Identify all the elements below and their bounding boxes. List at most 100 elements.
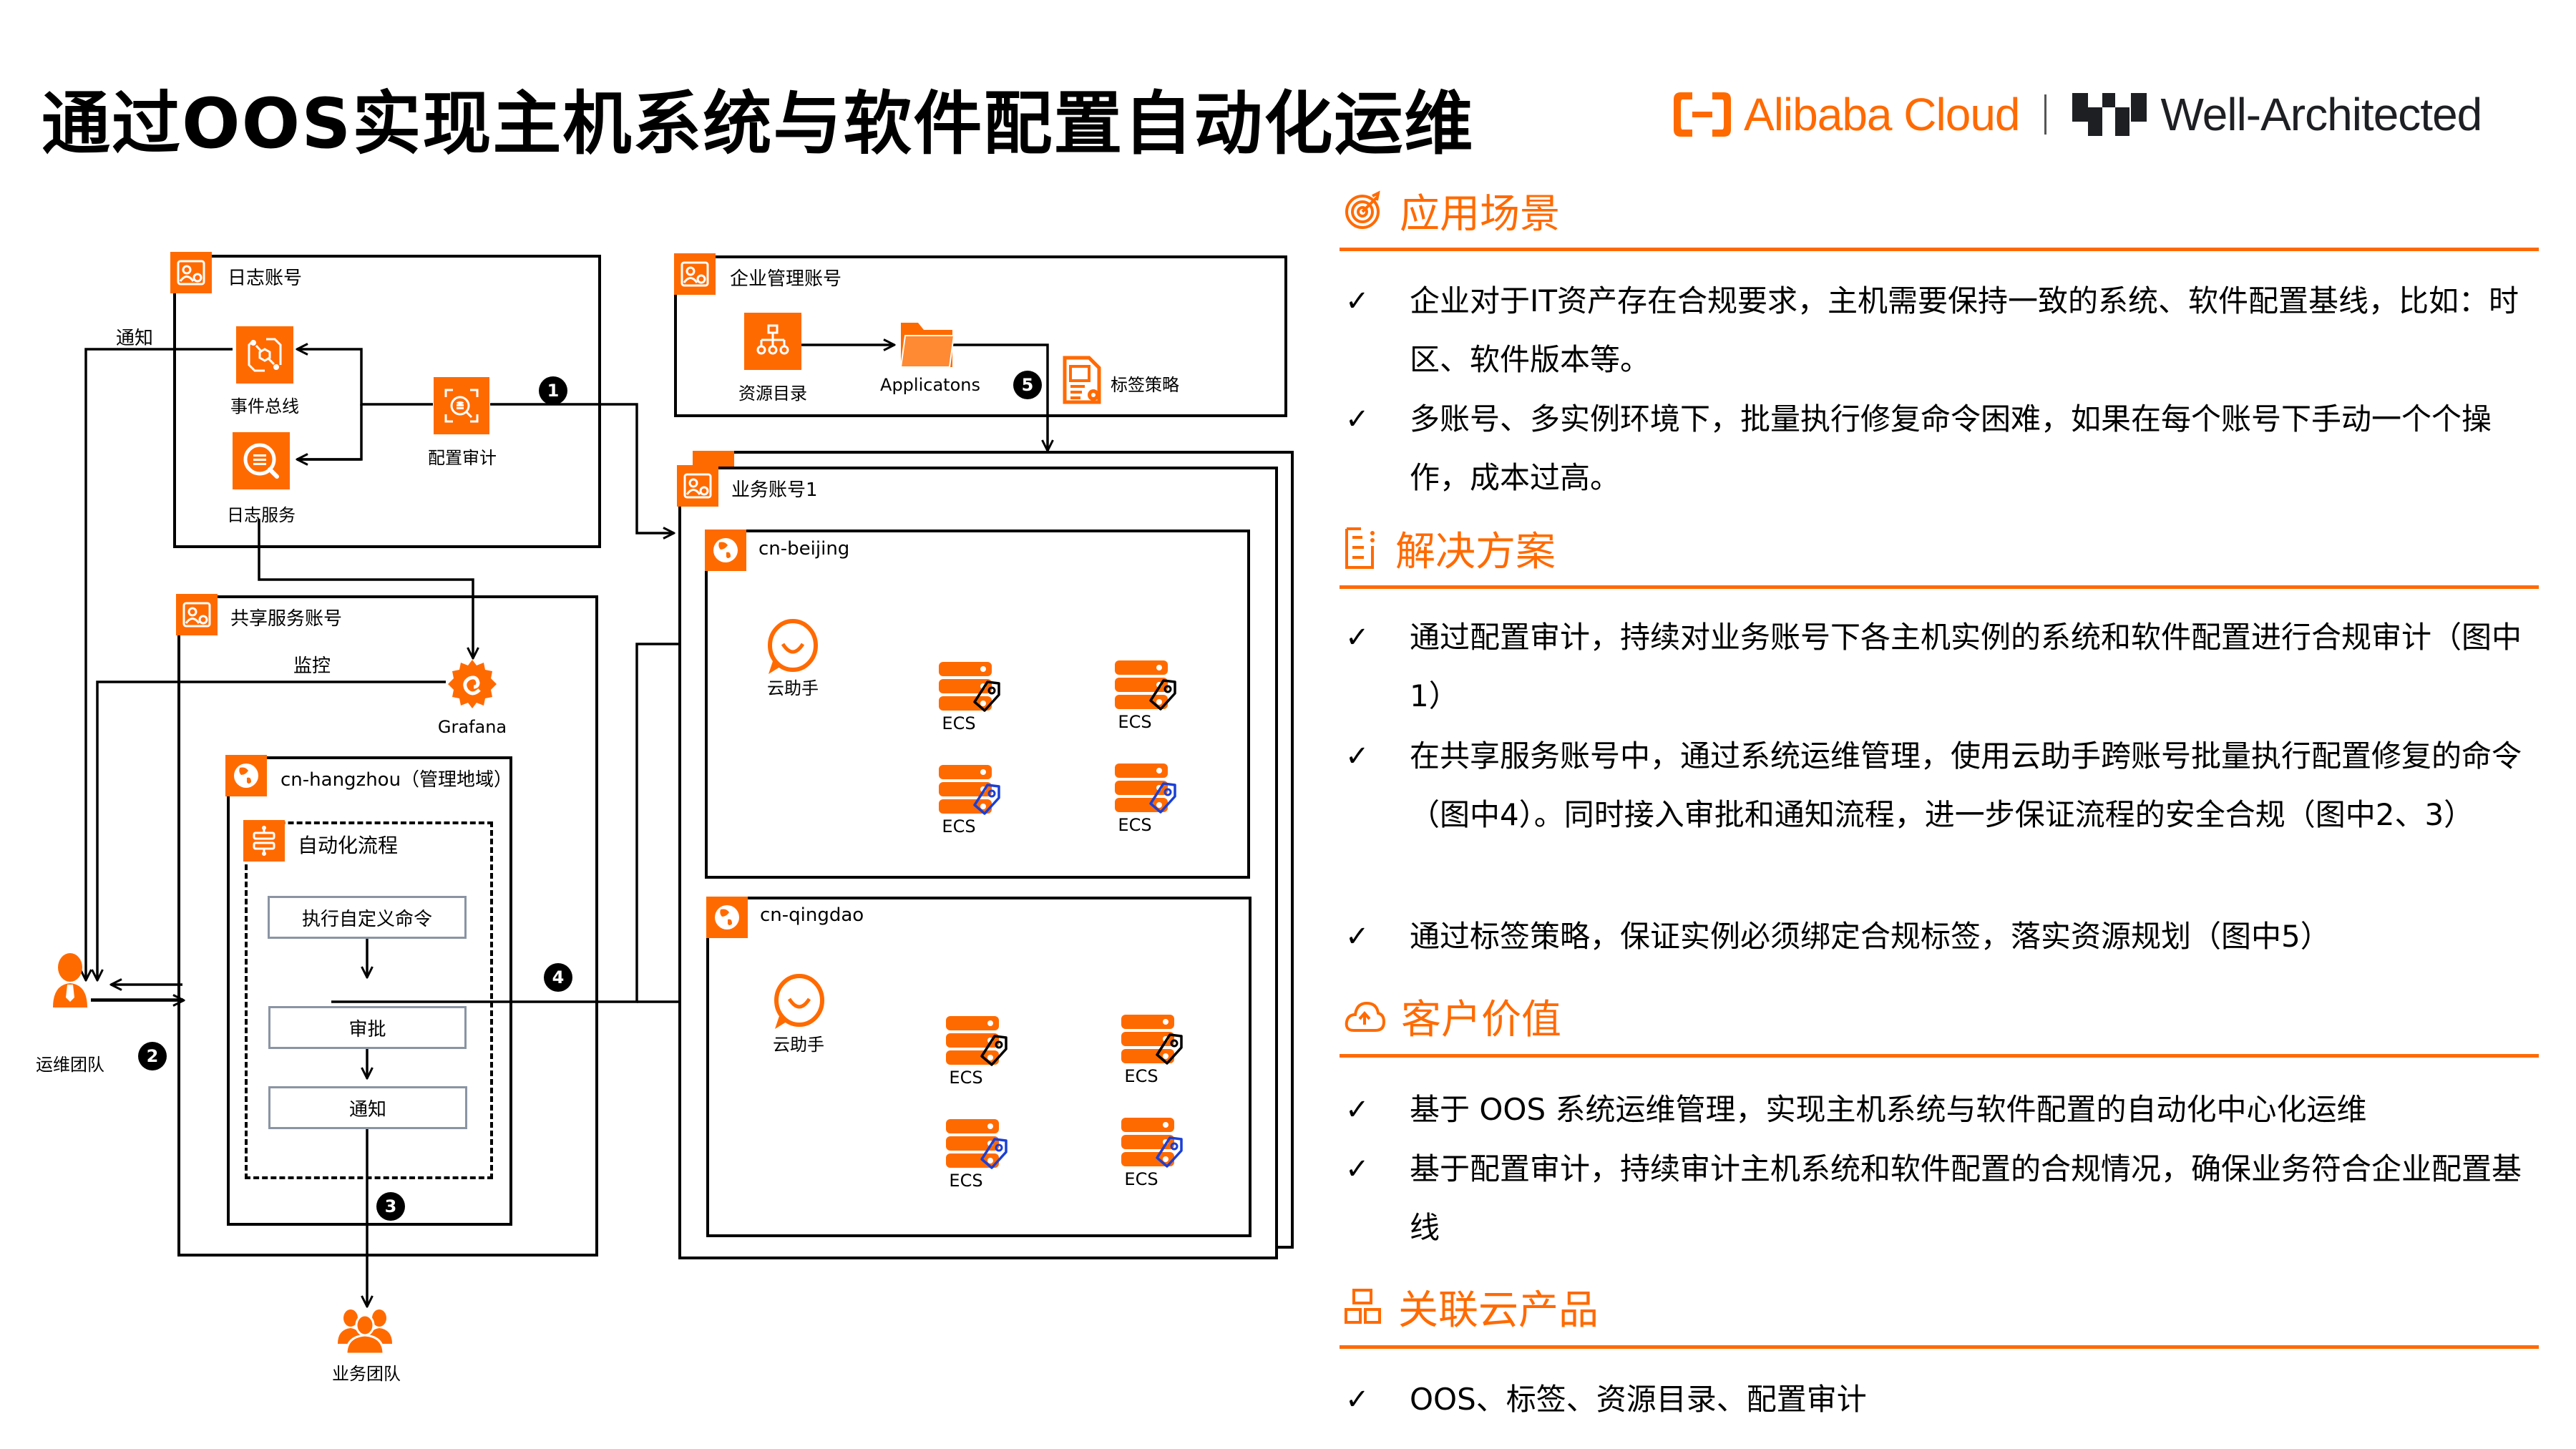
line-config-to-business [490, 403, 674, 533]
logo-divider [2044, 94, 2046, 135]
flow-step-approval[interactable]: 审批 [268, 1006, 467, 1049]
step-badge-2: 2 [138, 1042, 167, 1070]
automation-flow-box [245, 821, 493, 1179]
region-name-beijing: cn-beijing [758, 538, 850, 560]
folder-label: Applicatons [880, 375, 980, 395]
flow-step-exec-command[interactable]: 执行自定义命令 [268, 896, 467, 939]
grid-icon [1344, 1288, 1382, 1325]
brand-logo: Alibaba Cloud Well-Architected [1671, 86, 2482, 143]
enterprise-account-title: 企业管理账号 [730, 268, 842, 290]
log-service-icon[interactable] [233, 432, 290, 489]
business-team-icon[interactable] [335, 1308, 395, 1354]
ecs-server-compliant-tag-icon[interactable] [1120, 1116, 1184, 1172]
log-account-box [173, 255, 601, 548]
check-icon: ✓ [1345, 920, 1370, 953]
ecs-label: ECS [1124, 1066, 1158, 1086]
check-icon: ✓ [1345, 1383, 1370, 1416]
ecs-server-compliant-tag-icon[interactable] [1113, 762, 1178, 818]
tag-policy-label: 标签策略 [1111, 375, 1179, 395]
step-badge-3: 3 [376, 1192, 405, 1221]
region-box-qingdao [706, 897, 1252, 1237]
resource-directory-icon[interactable] [744, 313, 801, 370]
tag-policy-icon[interactable] [1060, 355, 1105, 406]
bullet-text: 通过标签策略，保证实例必须绑定合规标签，落实资源规划（图中5） [1410, 919, 2331, 954]
check-icon: ✓ [1345, 403, 1370, 436]
business-account-title: 业务账号1 [731, 479, 818, 501]
bullet-item: ✓ 多账号、多实例环境下，批量执行修复命令困难，如果在每个账号下手动一个个操作，成… [1345, 390, 2526, 507]
line-eventbus-notify [86, 348, 233, 980]
shared-services-account-title: 共享服务账号 [230, 608, 343, 630]
ecs-server-tagged-icon[interactable] [1120, 1013, 1184, 1069]
section-title: 应用场景 [1400, 190, 1560, 238]
cloud-assistant-icon[interactable] [772, 973, 826, 1032]
ecs-server-tagged-icon[interactable] [937, 660, 1002, 716]
ecs-server-tagged-icon[interactable] [1113, 659, 1178, 715]
workflow-icon [243, 820, 285, 862]
section-divider [1340, 585, 2539, 589]
folder-icon[interactable] [898, 318, 955, 370]
section-divider [1340, 1345, 2539, 1349]
account-icon-shadow [693, 451, 734, 467]
region-name-hangzhou: cn-hangzhou（管理地域） [280, 769, 513, 791]
alibaba-cloud-logo-icon [1674, 92, 1731, 137]
cloud-assistant-icon[interactable] [766, 618, 820, 677]
ecs-server-compliant-tag-icon[interactable] [945, 1118, 1009, 1174]
account-icon [674, 253, 716, 295]
enterprise-account-box [674, 255, 1287, 417]
step-badge-1: 1 [539, 376, 567, 405]
ops-team-label: 运维团队 [36, 1055, 104, 1075]
ecs-server-tagged-icon[interactable] [945, 1015, 1009, 1070]
ecs-label: ECS [942, 816, 976, 836]
ecs-label: ECS [949, 1068, 983, 1088]
ecs-label: ECS [1118, 712, 1152, 732]
check-icon: ✓ [1345, 740, 1370, 773]
section-title: 客户价值 [1401, 996, 1561, 1043]
business-team-label: 业务团队 [332, 1364, 401, 1384]
log-account-title: 日志账号 [228, 268, 303, 289]
section-title: 关联云产品 [1398, 1287, 1599, 1334]
line-grafana-monitor [97, 680, 446, 980]
account-icon [677, 465, 718, 507]
eventbus-icon[interactable] [236, 326, 293, 384]
region-name-qingdao: cn-qingdao [760, 904, 864, 926]
line-sls-to-grafana [258, 519, 473, 658]
bullet-text: 基于配置审计，持续审计主机系统和软件配置的合规情况，确保业务符合企业配置基线 [1410, 1151, 2522, 1245]
bullet-item: ✓ 基于 OOS 系统运维管理，实现主机系统与软件配置的自动化中心化运维 [1345, 1080, 2526, 1139]
check-icon: ✓ [1345, 621, 1370, 654]
page-title: 通过OOS实现主机系统与软件配置自动化运维 [42, 84, 1475, 164]
well-architected-logo-icon [2072, 93, 2147, 136]
step-badge-5: 5 [1013, 371, 1042, 399]
globe-icon [225, 755, 267, 796]
bullet-text: 多账号、多实例环境下，批量执行修复命令困难，如果在每个账号下手动一个个操作，成本… [1410, 401, 2492, 495]
bullet-item: ✓基于配置审计，持续审计主机系统和软件配置的合规情况，确保业务符合企业配置基线 [1345, 1140, 2526, 1257]
resource-directory-label: 资源目录 [738, 384, 807, 404]
bullet-text: 基于 OOS 系统运维管理，实现主机系统与软件配置的自动化中心化运维 [1410, 1092, 2367, 1127]
automation-flow-title: 自动化流程 [298, 834, 399, 857]
bullet-item: ✓在共享服务账号中，通过系统运维管理，使用云助手跨账号批量执行配置修复的命令（图… [1345, 727, 2526, 844]
document-icon [1344, 526, 1380, 570]
ecs-label: ECS [1118, 815, 1152, 835]
grafana-icon[interactable] [445, 657, 499, 711]
bullet-text: 企业对于IT资产存在合规要求，主机需要保持一致的系统、软件配置基线，比如：时区、… [1410, 283, 2519, 377]
flow-step-notify[interactable]: 通知 [268, 1086, 467, 1129]
ops-team-icon[interactable] [52, 953, 89, 1008]
cloud-assistant-label: 云助手 [767, 678, 819, 698]
config-audit-icon[interactable] [434, 377, 489, 434]
section-title: 解决方案 [1395, 528, 1556, 575]
globe-icon [705, 530, 746, 571]
bullet-item: ✓OOS、标签、资源目录、配置审计 [1345, 1370, 2526, 1429]
check-icon: ✓ [1345, 1093, 1370, 1126]
account-icon [176, 594, 218, 635]
step-badge-4: 4 [544, 963, 572, 992]
bullet-item: ✓ 通过标签策略，保证实例必须绑定合规标签，落实资源规划（图中5） [1345, 907, 2526, 966]
cloud-assistant-label: 云助手 [773, 1035, 824, 1055]
region-box-beijing [705, 530, 1250, 879]
section-header-3: 关联云产品 [1344, 1278, 1599, 1335]
section-header-2: 客户价值 [1344, 987, 1561, 1045]
ecs-label: ECS [942, 713, 976, 733]
monitor-edge-label: 监控 [293, 655, 331, 677]
account-icon [170, 252, 212, 293]
well-architected-wordmark: Well-Architected [2160, 89, 2483, 140]
ecs-label: ECS [949, 1171, 983, 1191]
ecs-server-compliant-tag-icon[interactable] [937, 763, 1002, 819]
